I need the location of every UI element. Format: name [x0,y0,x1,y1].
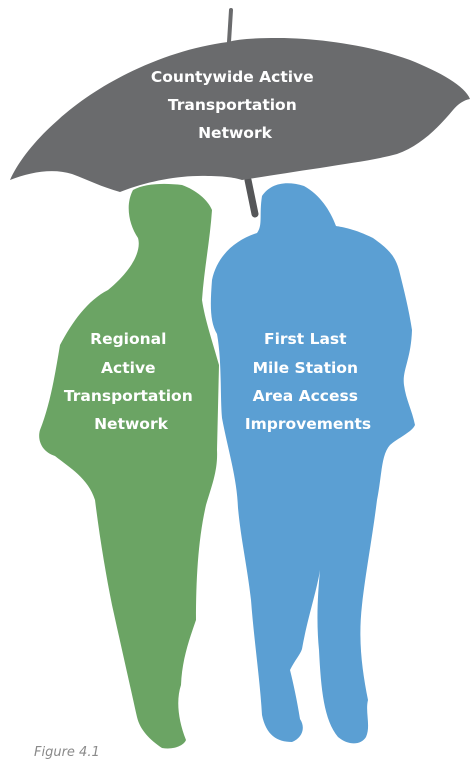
right-person-label-line: Improvements [245,415,371,433]
right-person-label-line: First Last [264,330,347,348]
right-person-label: First Last Mile Station Area Access Impr… [245,330,371,433]
right-person-silhouette [210,183,415,744]
umbrella-label: Countywide Active Transportation Network [151,68,319,142]
umbrella-label-line: Network [198,124,273,142]
left-person-silhouette [39,183,219,749]
left-person-label-line: Network [94,415,169,433]
left-person-label-line: Transportation [64,387,193,405]
right-person-label-line: Mile Station [253,359,358,377]
left-person-label-line: Active [101,359,156,377]
figure-caption: Figure 4.1 [34,745,100,760]
umbrella-tip [227,8,233,44]
right-person-label-line: Area Access [253,387,358,405]
umbrella-canopy [10,38,470,192]
umbrella-label-line: Transportation [168,96,297,114]
umbrella-label-line: Countywide Active [151,68,314,86]
left-person-label-line: Regional [90,330,166,348]
left-person-label: Regional Active Transportation Network [64,330,198,433]
umbrella-pole [244,176,259,218]
